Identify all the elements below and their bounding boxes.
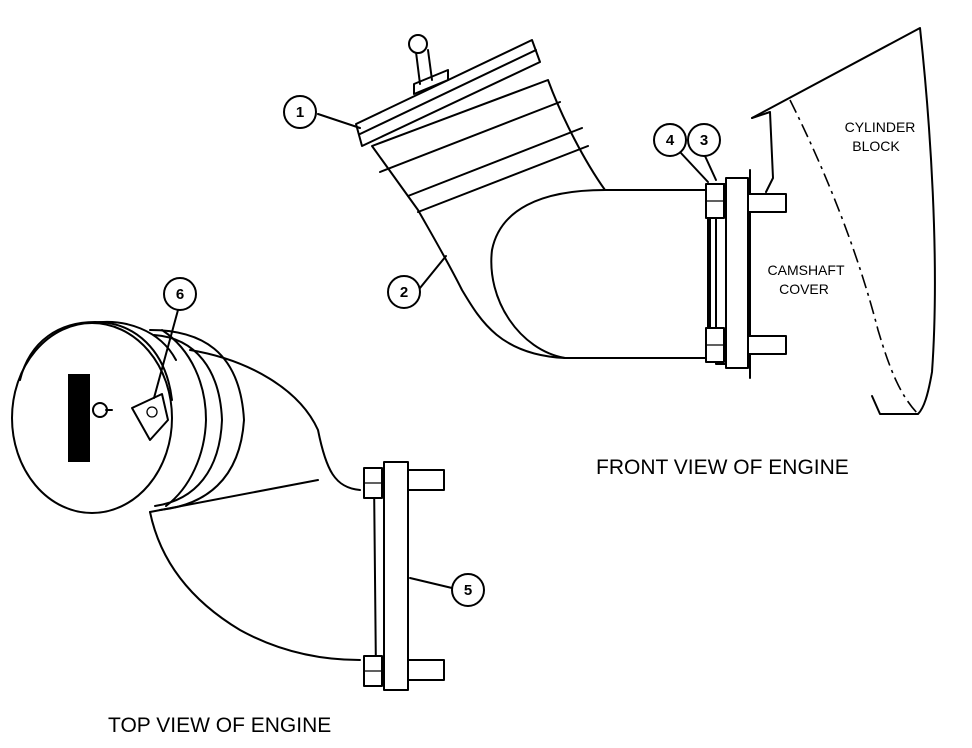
svg-text:5: 5 — [464, 582, 472, 599]
camshaft-cover-label-line1: CAMSHAFT — [768, 262, 845, 278]
top-view-caption: TOP VIEW OF ENGINE — [108, 714, 331, 737]
svg-text:1: 1 — [296, 104, 304, 121]
leader-5 — [409, 577, 453, 589]
top-view: 5 6 TOP VIEW OF ENGINE — [11, 277, 485, 737]
cylinder-block-label-line2: BLOCK — [852, 138, 900, 154]
cylinder-block-label-line1: CYLINDER — [845, 119, 916, 135]
top-flange-assembly — [363, 461, 445, 691]
callout-4: 4 — [653, 123, 687, 157]
front-view-caption: FRONT VIEW OF ENGINE — [596, 456, 849, 479]
front-leaders — [317, 113, 717, 289]
callout-5: 5 — [451, 573, 485, 607]
top-breather-cap — [11, 320, 177, 514]
leader-6 — [153, 309, 179, 399]
svg-text:2: 2 — [400, 284, 408, 301]
callout-3: 3 — [687, 123, 721, 157]
callout-6: 6 — [163, 277, 197, 311]
front-flange-assembly — [705, 177, 787, 369]
svg-text:3: 3 — [700, 132, 708, 149]
camshaft-cover-label-line2: COVER — [779, 281, 829, 297]
svg-text:6: 6 — [176, 286, 184, 303]
callout-2: 2 — [387, 275, 421, 309]
top-breather-body — [149, 329, 361, 661]
cylinder-block — [751, 27, 936, 415]
front-view: 1 2 4 3 CYLINDER BLOCK CAMSHAFT COVER FR… — [283, 27, 936, 479]
callout-1: 1 — [283, 95, 317, 129]
cap-handle-bar — [68, 374, 90, 462]
front-breather-elbow — [355, 34, 709, 359]
svg-text:4: 4 — [666, 132, 675, 149]
